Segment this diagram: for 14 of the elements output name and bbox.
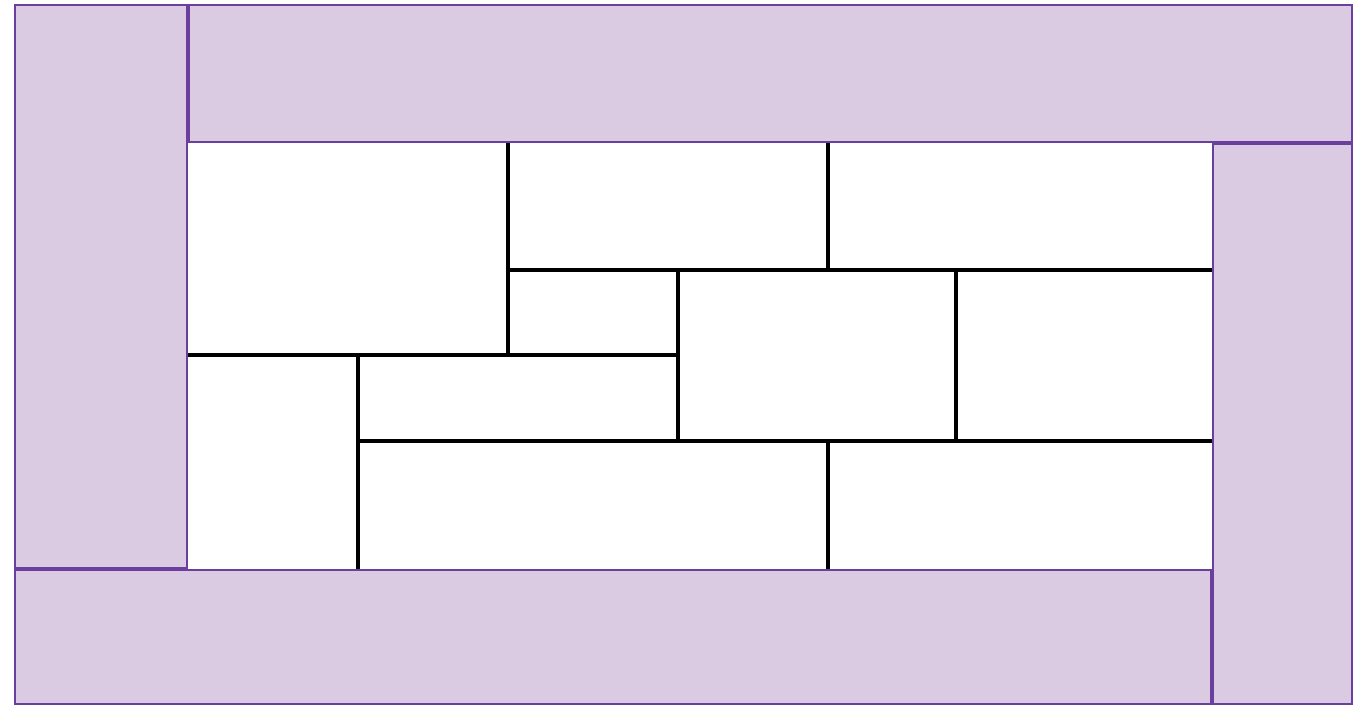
tile-rectangle	[678, 270, 956, 441]
tile-rectangle	[508, 270, 678, 355]
tile-rectangle	[188, 355, 358, 569]
border-band	[14, 569, 1212, 705]
border-band	[188, 4, 1353, 143]
tile-rectangle	[188, 143, 508, 355]
tile-rectangle	[358, 355, 678, 441]
tile-rectangle	[508, 143, 828, 270]
tile-rectangle	[828, 441, 1212, 569]
border-band	[1212, 143, 1353, 705]
tile-rectangle	[956, 270, 1212, 441]
border-band	[14, 4, 188, 569]
tile-rectangle	[358, 441, 828, 569]
tile-rectangle	[828, 143, 1212, 270]
